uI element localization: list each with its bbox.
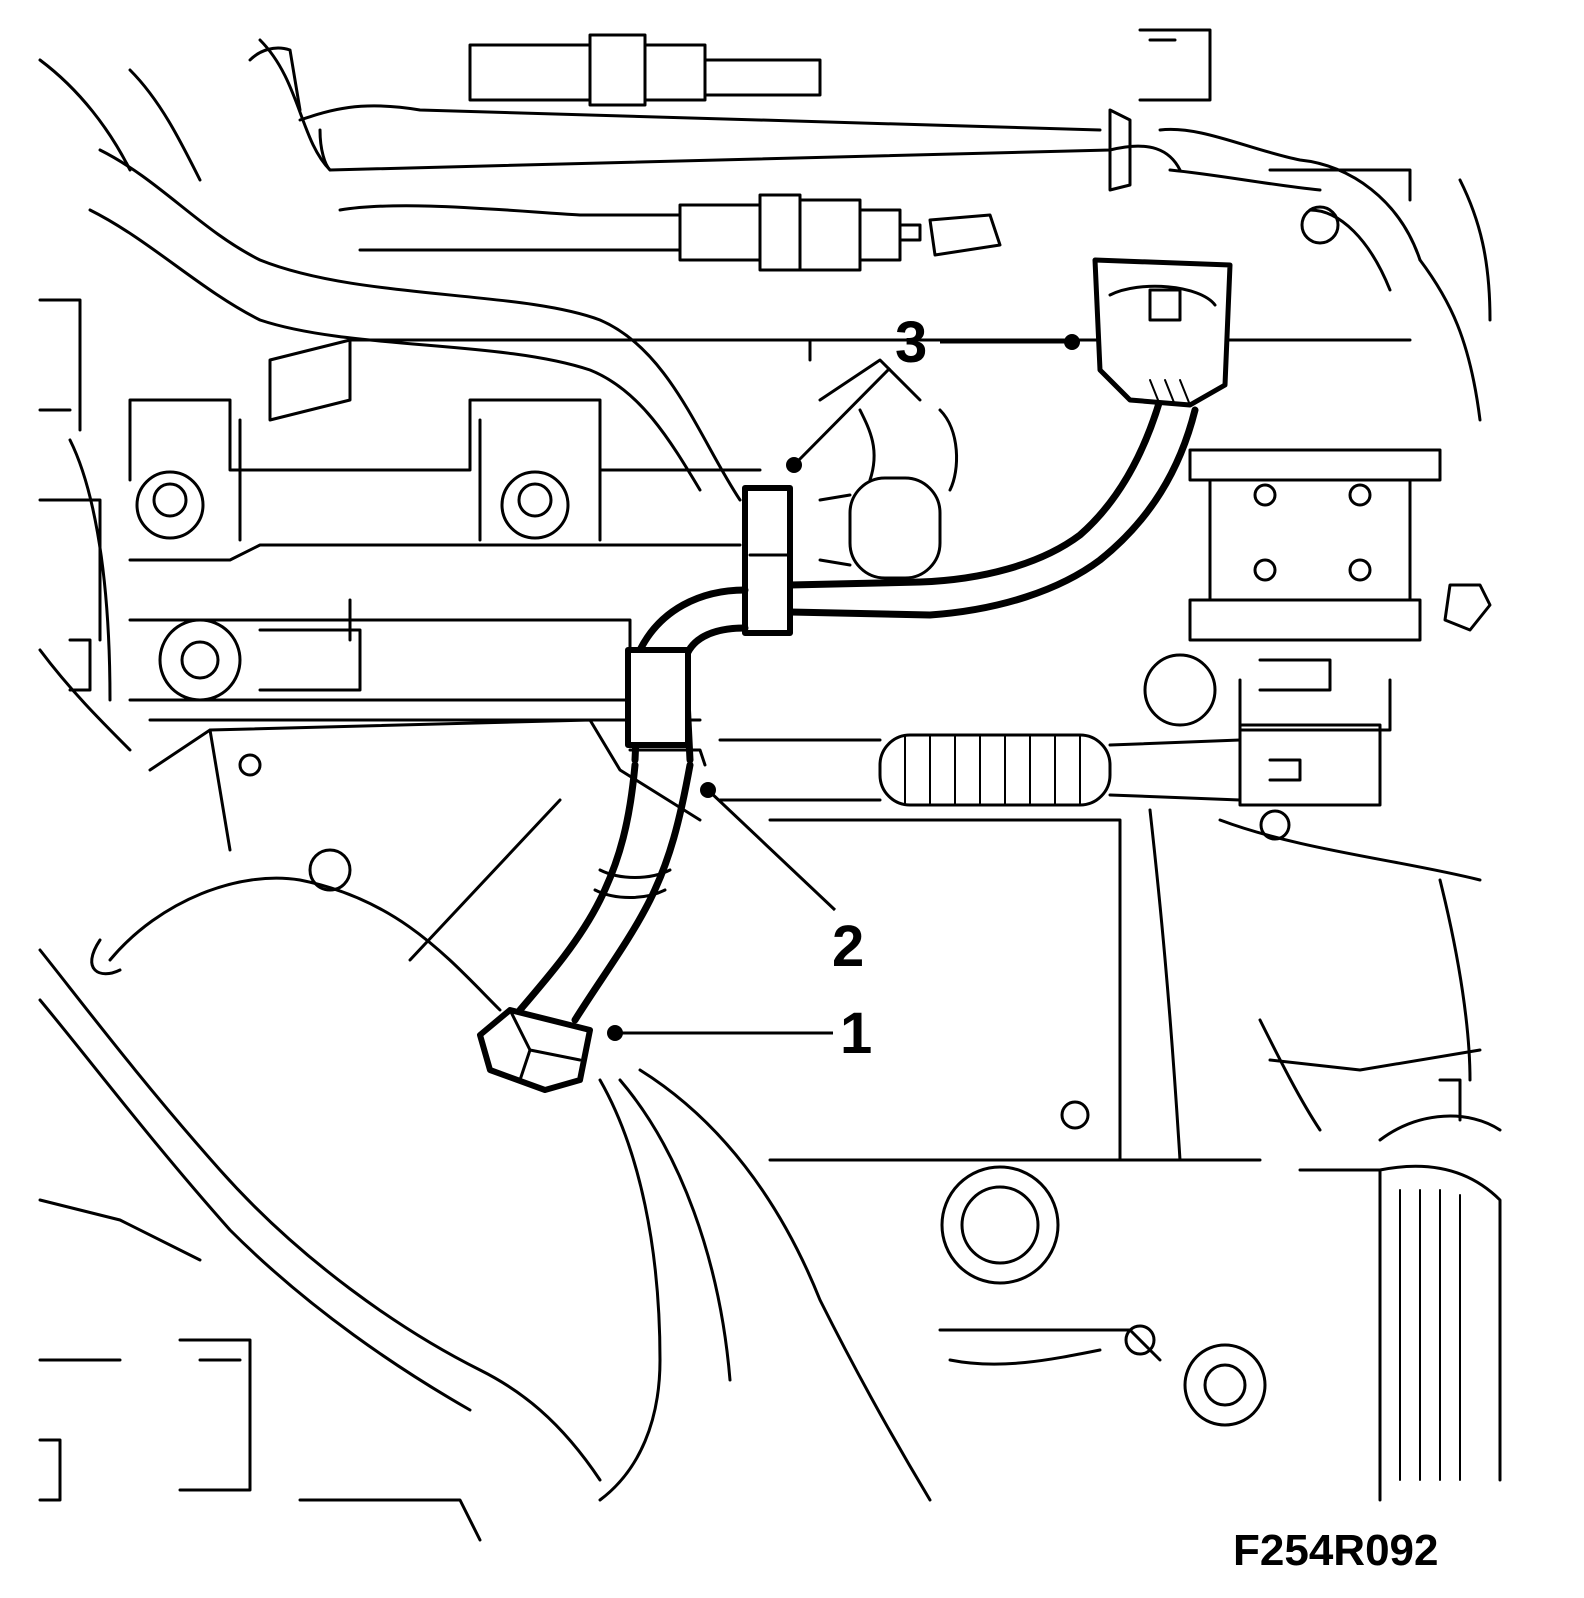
- callout-2: 2: [700, 782, 864, 979]
- oxygen-sensor-hex: [477, 1007, 593, 1093]
- bolt-head-lower-right: [1183, 1343, 1267, 1427]
- callout-1-label: 1: [840, 1001, 872, 1066]
- bolt-head-stud: [308, 848, 352, 892]
- callout-1: 1: [607, 1001, 872, 1066]
- engine-background: [38, 28, 1502, 1542]
- callout-3: 3: [786, 310, 1080, 473]
- corrugated-hose: [878, 733, 1112, 807]
- bolt-head-left: [135, 470, 205, 540]
- callout-3-label: 3: [895, 310, 927, 375]
- bolt-head-lower-left: [158, 618, 242, 702]
- callout-2-label: 2: [832, 914, 864, 979]
- figure-code: F254R092: [1233, 1526, 1438, 1575]
- round-port-lower: [940, 1165, 1060, 1285]
- callout-2-leader: [706, 788, 837, 912]
- callout-3-leader-left: [792, 366, 892, 467]
- oxygen-sensor-harness: [477, 257, 1233, 1093]
- bolt-head-mid: [500, 470, 570, 540]
- harness-connector: [1092, 257, 1233, 408]
